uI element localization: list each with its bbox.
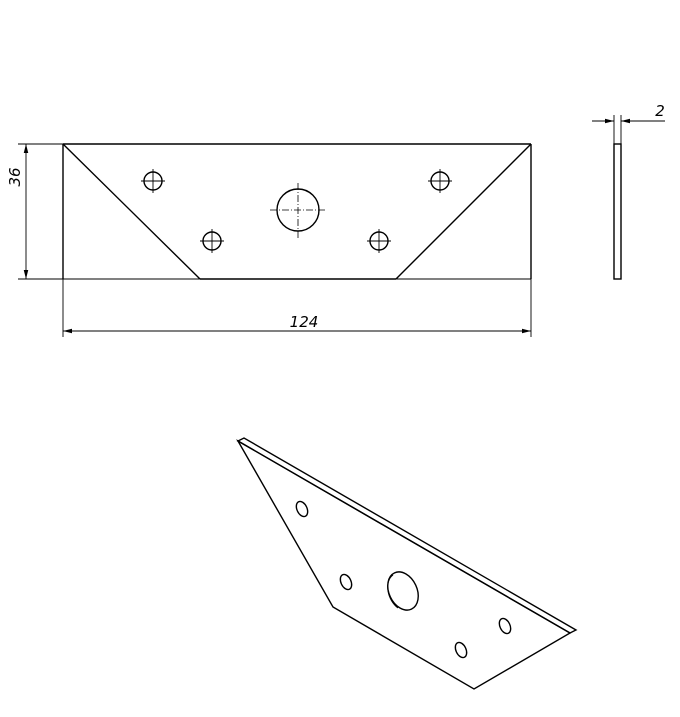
side-profile [613,143,622,280]
width-dimension [62,279,532,337]
hole-bottom-right [367,229,391,253]
thickness-dimension-label: 2 [655,102,665,120]
width-dimension-label: 124 [290,313,319,331]
iso-hole-4 [454,641,468,659]
height-dimension-label: 36 [6,167,24,186]
side-view [592,115,665,280]
isometric-view [236,437,578,690]
hole-bottom-left [200,229,224,253]
height-dimension [18,143,63,280]
hole-top-right [428,169,452,193]
left-bevel-line [62,143,201,280]
iso-hole-3 [498,617,512,635]
iso-center-hole [387,571,419,611]
iso-main-face [236,439,572,690]
iso-hole-2 [339,573,353,591]
iso-hole-1 [295,500,309,518]
hole-top-left [141,169,165,193]
right-bevel-line [395,143,532,280]
center-hole [270,183,326,238]
front-view [62,143,532,280]
iso-thickness-face [236,437,578,634]
